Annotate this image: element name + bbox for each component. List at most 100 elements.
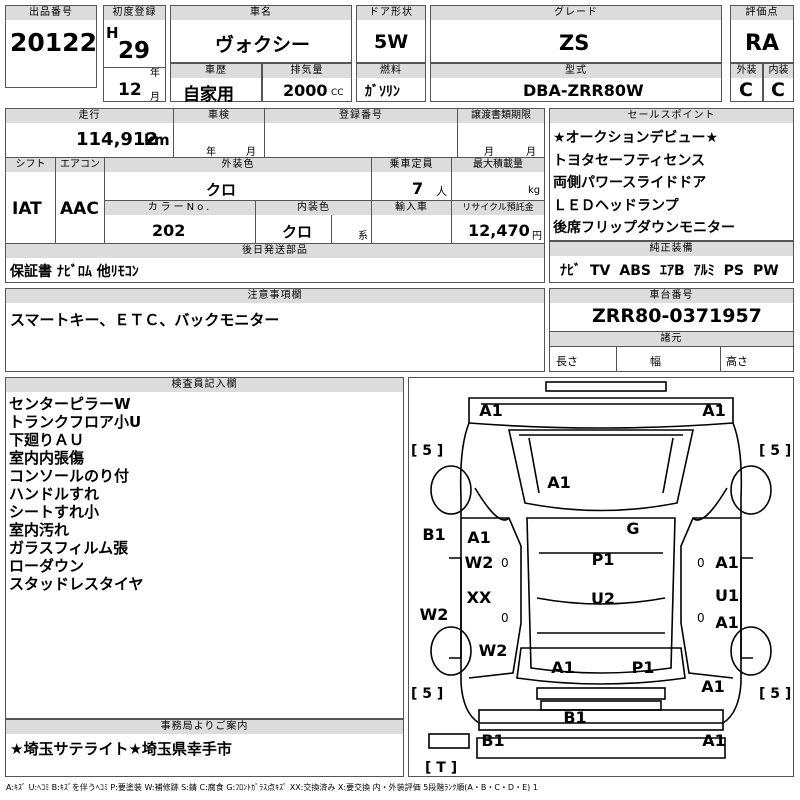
inspector-note-item: スタッドレスタイヤ bbox=[9, 575, 144, 593]
history-header: 車歴 bbox=[171, 64, 261, 78]
car-damage-diagram: A1 A1 A1 G B1 A1 W2 XX W2 W2 P1 U2 A1 U1… bbox=[411, 381, 791, 776]
genuine-equipment-item: PS bbox=[723, 263, 744, 279]
fuel-value: ｶﾞｿﾘﾝ bbox=[365, 84, 400, 100]
tire-mark-front-right: [ 5 ] bbox=[759, 443, 791, 459]
mark-door-left-xx: XX bbox=[467, 588, 492, 607]
model-header: 型式 bbox=[431, 64, 721, 78]
mark-door-left-w2: W2 bbox=[465, 553, 494, 572]
grade-value: ZS bbox=[559, 31, 590, 55]
month-value: 12 bbox=[118, 80, 142, 100]
mark-front-left: A1 bbox=[479, 401, 503, 420]
inspector-note-item: ローダウン bbox=[9, 557, 85, 575]
sales-point-header: セールスポイント bbox=[550, 109, 793, 123]
genuine-equipment-item: ｴｱB bbox=[659, 263, 685, 279]
lot-no-value: 20122 bbox=[10, 28, 97, 57]
mileage-header: 走行 bbox=[6, 109, 173, 123]
chassis-header: 車台番号 bbox=[550, 289, 793, 303]
later-parts-header: 後日発送部品 bbox=[6, 244, 544, 258]
mark-glass: G bbox=[626, 519, 639, 538]
office-notice-header: 事務局よりご案内 bbox=[6, 720, 403, 734]
first-reg-cell: 初度登録 H 29 年 12 月 bbox=[103, 5, 166, 103]
inspection-year-unit: 年 bbox=[206, 147, 216, 158]
max-load-header: 最大積載量 bbox=[452, 158, 544, 172]
month-unit: 月 bbox=[150, 92, 160, 103]
sales-point-item: ＬＥＤヘッドランプ bbox=[553, 197, 679, 214]
model-value: DBA-ZRR80W bbox=[523, 81, 644, 100]
aircon-header: エアコン bbox=[56, 158, 104, 172]
first-reg-header: 初度登録 bbox=[104, 6, 165, 20]
int-grade-cell: 内装 C bbox=[763, 63, 794, 102]
mark-roof: P1 bbox=[592, 550, 615, 569]
sales-point-item: 両側パワースライドドア bbox=[553, 175, 707, 191]
office-notice-value: ★埼玉サテライト★埼玉県幸手市 bbox=[10, 740, 232, 758]
year-unit: 年 bbox=[150, 68, 160, 79]
kei-unit: 系 bbox=[358, 231, 368, 242]
capacity-value: 7 bbox=[412, 179, 424, 198]
mark-corner-rear-right: A1 bbox=[702, 731, 726, 750]
kg-unit: kg bbox=[528, 185, 541, 196]
mark-pillar-left: W2 bbox=[420, 605, 449, 624]
inspector-note-item: シートすれ小 bbox=[9, 503, 100, 521]
office-notice-cell: 事務局よりご案内 ★埼玉サテライト★埼玉県幸手市 bbox=[5, 719, 404, 777]
notes-header: 注意事項欄 bbox=[6, 289, 544, 303]
displacement-header: 排気量 bbox=[263, 64, 351, 78]
ext-grade-value: C bbox=[739, 79, 753, 101]
lot-no-cell: 出品番号 20122 bbox=[5, 5, 97, 88]
car-name-cell: 車名 ヴォクシー bbox=[170, 5, 352, 63]
grade-cell: グレード ZS bbox=[430, 5, 722, 63]
mark-front-right: A1 bbox=[702, 401, 726, 420]
length-label: 長さ bbox=[556, 355, 578, 368]
transfer-header: 譲渡書類期限 bbox=[458, 109, 544, 123]
transfer-day-unit: 月 bbox=[526, 147, 536, 158]
inspector-note-item: 室内汚れ bbox=[9, 521, 70, 539]
capacity-header: 乗車定員 bbox=[372, 158, 451, 172]
mark-door-right-upper: A1 bbox=[715, 553, 739, 572]
era-value: H bbox=[106, 24, 119, 42]
inspector-note-item: センターピラーW bbox=[9, 395, 131, 413]
sales-point-cell: セールスポイント ★オークションデビュー★トヨタセーフティセンス両側パワースライ… bbox=[549, 108, 794, 241]
genuine-equipment-item: ﾅﾋﾞ bbox=[560, 263, 581, 279]
inspector-note-item: トランクフロア小U bbox=[9, 413, 142, 431]
history-value: 自家用 bbox=[183, 85, 234, 105]
ext-color-value: クロ bbox=[206, 181, 237, 199]
grade-header: グレード bbox=[431, 6, 721, 20]
genuine-equipment-item: ABS bbox=[619, 263, 651, 279]
recycle-header: リサイクル預託金 bbox=[452, 201, 544, 215]
color-no-header: カラーNo. bbox=[105, 201, 255, 215]
person-unit: 人 bbox=[436, 185, 447, 198]
genuine-equipment-item: PW bbox=[753, 263, 779, 279]
mileage-value: 114,912 bbox=[76, 129, 158, 150]
shift-header: シフト bbox=[6, 158, 55, 172]
sales-point-item: ★オークションデビュー★ bbox=[553, 130, 719, 146]
color-no-value: 202 bbox=[152, 221, 186, 240]
inspector-note-item: コンソールのり付 bbox=[9, 467, 130, 485]
mark-slide-left: W2 bbox=[479, 641, 508, 660]
ext-grade-cell: 外装 C bbox=[730, 63, 763, 102]
notes-value: スマートキー、ＥＴＣ、バックモニター bbox=[10, 311, 280, 329]
damage-diagram-cell: A1 A1 A1 G B1 A1 W2 XX W2 W2 P1 U2 A1 U1… bbox=[408, 377, 794, 777]
int-grade-header: 内装 bbox=[764, 64, 793, 78]
damage-legend: A:ｷｽﾞ U:ﾍｺﾐ B:ｷｽﾞを伴うﾍｺﾐ P:要塗装 W:補修跡 S:錆 … bbox=[6, 783, 538, 792]
score-cell: 評価点 RA bbox=[730, 5, 794, 63]
score-header: 評価点 bbox=[731, 6, 793, 20]
door-value: 5W bbox=[374, 31, 409, 53]
genuine-equipment-item: TV bbox=[590, 263, 611, 279]
mark-door-right-a1: A1 bbox=[715, 613, 739, 632]
registration-header: 登録番号 bbox=[265, 109, 457, 123]
transfer-month-unit: 月 bbox=[484, 147, 494, 158]
fuel-header: 燃料 bbox=[357, 64, 425, 78]
inspector-note-item: 下廻りＡＵ bbox=[9, 431, 85, 449]
inspector-note-item: 室内内張傷 bbox=[9, 449, 85, 467]
car-name-value: ヴォクシー bbox=[215, 34, 311, 56]
mark-door-left-upper: A1 bbox=[467, 528, 491, 547]
cc-unit: CC bbox=[331, 88, 344, 98]
ext-grade-header: 外装 bbox=[731, 64, 762, 78]
zero-mark-left-2: 0 bbox=[501, 611, 509, 625]
km-unit: km bbox=[144, 131, 170, 149]
width-label: 幅 bbox=[650, 355, 661, 368]
mark-door-right-u1: U1 bbox=[715, 586, 739, 605]
lot-no-header: 出品番号 bbox=[6, 6, 96, 20]
